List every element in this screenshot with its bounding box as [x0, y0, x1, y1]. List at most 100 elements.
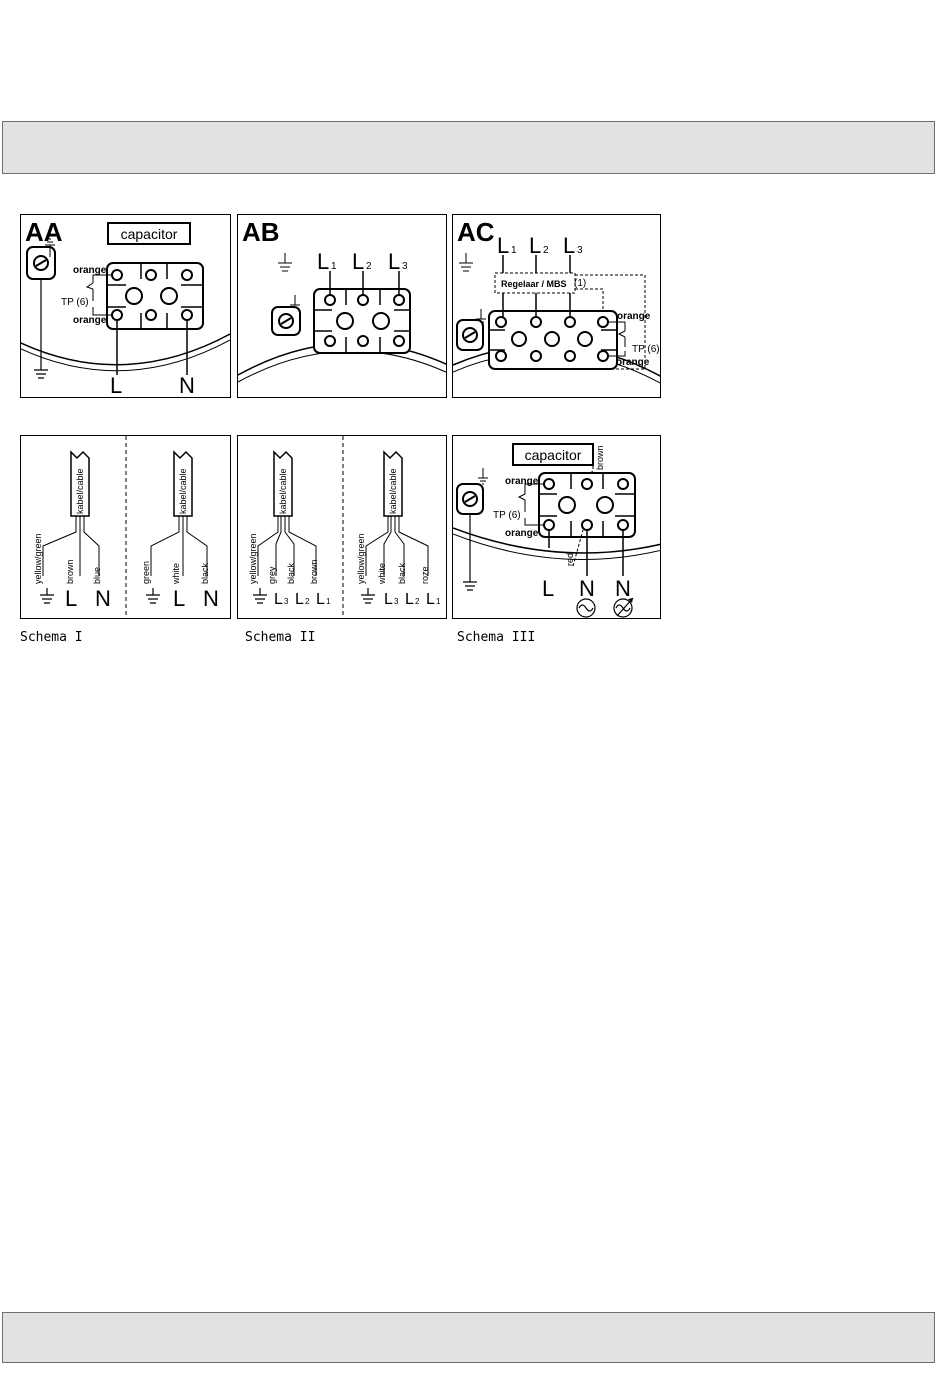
wire-label: black — [200, 562, 210, 584]
earth-ground-icon — [278, 253, 292, 272]
cable-label: kabel/cable — [178, 468, 188, 514]
terminal — [160, 287, 178, 305]
line-terminal-label: L — [542, 576, 554, 601]
diagram-ac: AC L 1 L 2 L 3 Regelaar / MBS (1) orange… — [452, 214, 661, 398]
terminal — [393, 335, 405, 347]
terminal-label: L — [316, 591, 325, 608]
terminal — [617, 478, 629, 490]
terminal-subscript: 2 — [305, 597, 310, 606]
terminal-block — [106, 262, 204, 330]
diagram-schema-2: kabel/cable yellow/green grey black brow… — [237, 435, 447, 619]
wire-label: white — [377, 563, 387, 585]
capacitor-box — [107, 222, 191, 245]
cable-sheath — [70, 450, 90, 517]
cable-sheath — [383, 450, 403, 517]
terminal — [336, 312, 354, 330]
terminal — [597, 350, 609, 362]
tp-label: TP (6) — [493, 510, 521, 521]
earth-ground-icon — [146, 588, 160, 604]
terminal — [581, 478, 593, 490]
cable-label: kabel/cable — [75, 468, 85, 514]
neutral-terminal-label: N — [203, 586, 219, 611]
terminal — [495, 316, 507, 328]
capacitor-box — [512, 443, 594, 466]
terminal — [558, 496, 576, 514]
earth-symbol-icon — [45, 238, 55, 257]
neutral-terminal-label: N — [579, 576, 595, 601]
capacitor-label: capacitor — [525, 447, 582, 463]
earth-ground-icon — [463, 514, 477, 591]
l1-label: L — [497, 233, 509, 258]
red-wire-label: red — [565, 553, 575, 566]
terminal — [530, 350, 542, 362]
terminal — [111, 309, 123, 321]
caption-schema-3: Schema III — [457, 630, 536, 645]
terminal-subscript: 2 — [415, 597, 420, 606]
terminal — [357, 335, 369, 347]
terminal-label: L — [426, 591, 435, 608]
terminal — [577, 331, 593, 347]
cable-sheath — [273, 450, 293, 517]
terminal — [181, 309, 193, 321]
header-band — [2, 121, 935, 174]
diagram-aa: AA capacitor orange orange TP (6) L N — [20, 214, 231, 398]
l3-label: L — [388, 249, 400, 274]
terminal — [544, 331, 560, 347]
terminal — [581, 519, 593, 531]
terminal — [324, 294, 336, 306]
wire-label: yellow/green — [356, 533, 366, 584]
l2-subscript: 2 — [543, 245, 549, 256]
terminal — [530, 316, 542, 328]
wire-label: yellow/green — [248, 533, 258, 584]
terminal — [393, 294, 405, 306]
l2-label: L — [352, 249, 364, 274]
l1-subscript: 1 — [511, 245, 517, 256]
terminal-block — [313, 288, 411, 354]
cable-sheath — [173, 450, 193, 517]
terminal-subscript: 1 — [436, 597, 441, 606]
l3-subscript: 3 — [402, 261, 408, 272]
caption-schema-1: Schema I — [20, 630, 83, 645]
terminal — [617, 519, 629, 531]
earth-ground-icon — [253, 588, 267, 604]
terminal-subscript: 1 — [326, 597, 331, 606]
l1-label: L — [317, 249, 329, 274]
tank-outline-inner — [453, 533, 660, 560]
wire-label: blue — [92, 567, 102, 584]
l1-subscript: 1 — [331, 261, 337, 272]
terminal — [181, 269, 193, 281]
terminal — [511, 331, 527, 347]
terminal — [357, 294, 369, 306]
neutral-terminal-label: N — [179, 373, 195, 398]
neutral-terminal-label: N — [615, 576, 631, 601]
wire-label: brown — [309, 559, 319, 584]
diagram-schema-1: kabel/cable yellow/green brown blue L N … — [20, 435, 231, 619]
tp-label: TP (6) — [61, 297, 89, 308]
tank-outline — [21, 333, 230, 366]
line-terminal-label: L — [173, 586, 185, 611]
terminal — [372, 312, 390, 330]
tank-outline-inner — [21, 339, 230, 372]
earth-ground-icon — [40, 588, 54, 604]
terminal — [543, 519, 555, 531]
orange-label-top: orange — [505, 476, 539, 487]
wire-label: black — [397, 562, 407, 584]
wire-label: green — [141, 561, 151, 584]
cable-label: kabel/cable — [278, 468, 288, 514]
tp-label: TP (6) — [632, 344, 660, 355]
earth-ground-icon — [361, 588, 375, 604]
diagram-schema-3: capacitor brown orange orange TP (6) red… — [452, 435, 661, 619]
tank-outline — [453, 527, 660, 554]
orange-label-bottom: orange — [505, 528, 539, 539]
panel-code-ac: AC — [457, 217, 495, 247]
orange-label-bottom: orange — [73, 315, 107, 326]
earth-symbol-icon — [290, 295, 300, 312]
earth-ground-icon — [459, 253, 473, 272]
wire-label: grey — [267, 566, 277, 584]
line-terminal-label: L — [65, 586, 77, 611]
terminal — [495, 350, 507, 362]
panel-code-aa: AA — [25, 217, 63, 247]
line-terminal-label: L — [110, 373, 122, 398]
wire-label: roze — [420, 566, 430, 584]
thermal-switch-icon — [85, 282, 94, 290]
